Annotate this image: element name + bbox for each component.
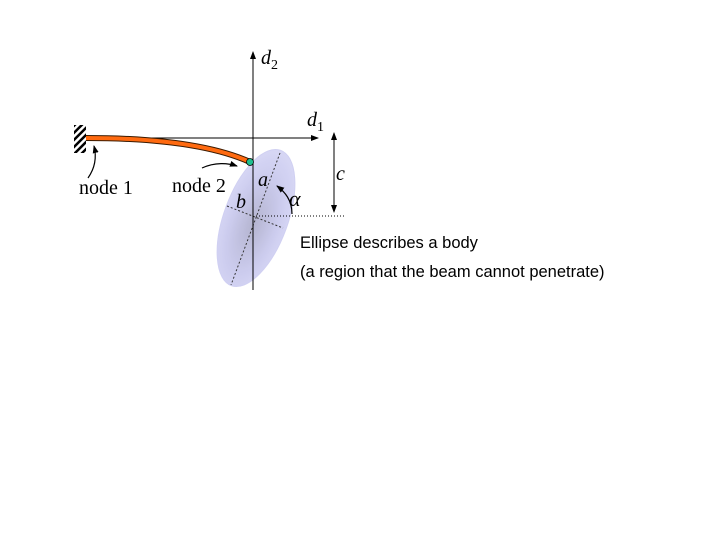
alpha-angle-arc xyxy=(276,185,293,215)
d2-label-sub: 2 xyxy=(271,58,278,73)
ellipse-major-axis xyxy=(230,152,281,286)
caption-line-2: (a region that the beam cannot penetrate… xyxy=(300,263,605,281)
alpha-label: α xyxy=(289,186,301,211)
b-label: b xyxy=(236,191,246,213)
node-2-pointer-arrow xyxy=(201,160,238,169)
d1-label-base: d xyxy=(307,109,318,131)
d2-label: d2 xyxy=(261,47,278,73)
node-2-marker xyxy=(246,158,254,166)
beam xyxy=(85,136,251,164)
a-label: a xyxy=(258,169,268,191)
node-1-label: node 1 xyxy=(79,177,133,199)
node-1-pointer-arrow xyxy=(87,145,99,179)
d2-label-base: d xyxy=(261,47,272,69)
node-2-label: node 2 xyxy=(172,175,226,197)
c-label: c xyxy=(336,163,345,185)
caption-line-1: Ellipse describes a body xyxy=(300,234,479,252)
d1-label-sub: 1 xyxy=(317,120,324,135)
d1-label: d1 xyxy=(307,109,324,135)
fixed-support-hatch xyxy=(74,125,86,153)
